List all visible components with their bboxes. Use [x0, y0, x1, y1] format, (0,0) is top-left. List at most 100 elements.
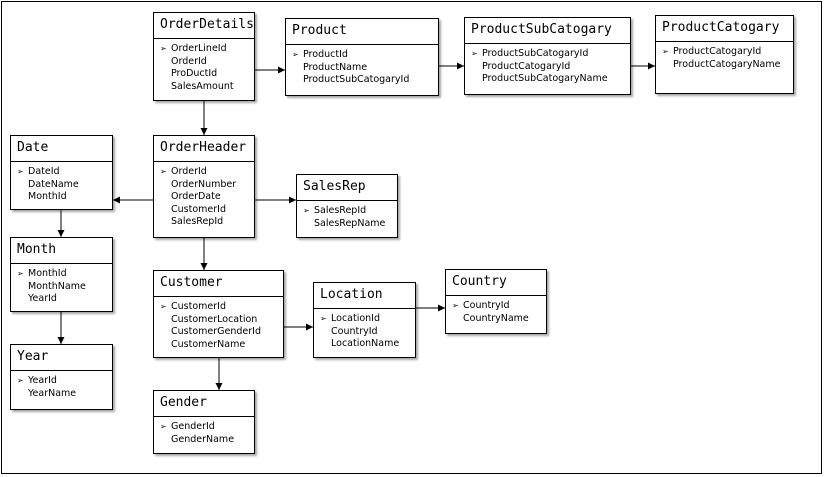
entity-title: ProductSubCatogary [465, 18, 630, 44]
key-attribute: ➢ DateId [17, 166, 106, 179]
key-attribute: ➢ProductSubCatogaryId [471, 48, 624, 61]
key-attribute: ➢ LocationId [320, 313, 409, 326]
attribute: LocationName [320, 338, 409, 351]
arrowhead-bullet-icon: ➢ [303, 206, 310, 215]
attribute: ProductCatogaryId [471, 61, 624, 74]
attribute: ProDuctId [160, 68, 248, 81]
attribute-label: ProductId [303, 49, 348, 60]
attribute: MonthId [17, 191, 106, 204]
attribute-label: SalesRepName [314, 217, 386, 229]
attribute-label: GenderName [171, 433, 235, 445]
attribute: CountryName [452, 313, 540, 326]
attribute-label: GenderId [171, 421, 215, 432]
attribute-label: ProductCatogaryName [673, 58, 781, 70]
attribute: ProductSubCatogaryName [471, 73, 624, 86]
attribute-label: CountryId [331, 325, 378, 337]
key-attribute: ➢ ProductCatogaryId [662, 46, 787, 59]
attribute: SalesRepId [160, 216, 248, 229]
attribute-label: OrderDate [171, 191, 221, 202]
attribute-label: YearId [28, 293, 57, 304]
attribute-label: SalesAmount [171, 80, 234, 92]
attribute: CustomerId [160, 204, 248, 217]
attribute-label: ProductCatogaryId [482, 60, 571, 72]
arrowhead-bullet-icon: ➢ [160, 167, 167, 176]
attribute-label: ProductCatogaryId [673, 46, 762, 57]
attribute-label: LocationName [331, 338, 400, 349]
entity-title: Product [286, 19, 438, 45]
attribute: CustomerLocation [160, 314, 277, 327]
arrowhead-bullet-icon: ➢ [160, 302, 167, 311]
key-attribute: ➢ CountryId [452, 300, 540, 313]
attribute: SalesAmount [160, 81, 248, 94]
entity-title: OrderHeader [154, 136, 254, 162]
attribute-label: MonthId [28, 268, 67, 279]
attribute-label: CustomerLocation [171, 313, 258, 325]
key-attribute: ➢YearId [17, 375, 106, 388]
attribute: CustomerName [160, 339, 277, 352]
attribute-label: OrderId [171, 166, 207, 177]
arrowhead-bullet-icon: ➢ [320, 314, 327, 323]
attribute: OrderId [160, 56, 248, 69]
entity-title: OrderDetails [154, 13, 254, 39]
attribute: GenderName [160, 434, 248, 447]
attribute-label: SalesRepId [314, 205, 367, 216]
attribute: ProductName [292, 62, 432, 75]
arrowhead-bullet-icon: ➢ [471, 49, 478, 58]
attribute: YearId [17, 293, 106, 306]
key-attribute: ➢CustomerId [160, 301, 277, 314]
attribute: SalesRepName [303, 218, 391, 231]
key-attribute: ➢ProductId [292, 49, 432, 62]
entity-title: Date [11, 136, 112, 162]
attribute-label: CountryId [463, 300, 510, 311]
arrowhead-bullet-icon: ➢ [17, 167, 24, 176]
entity-title: SalesRep [297, 175, 397, 201]
key-attribute: ➢ OrderId [160, 166, 248, 179]
arrowhead-bullet-icon: ➢ [17, 269, 24, 278]
attribute-label: YearId [28, 375, 57, 386]
entity-productsubcatogary: ProductSubCatogary ➢ProductSubCatogaryId… [464, 17, 631, 95]
entity-title: ProductCatogary [656, 16, 793, 42]
arrowhead-bullet-icon: ➢ [452, 301, 459, 310]
attribute-label: OrderNumber [171, 178, 237, 190]
attribute: OrderDate [160, 191, 248, 204]
attribute-label: ProductSubCatogaryName [482, 73, 608, 84]
attribute: DateName [17, 179, 106, 192]
attribute-label: DateId [28, 166, 60, 177]
attribute: YearName [17, 388, 106, 401]
attribute: ProductCatogaryName [662, 59, 787, 72]
attribute-label: ProductName [303, 61, 368, 73]
attribute: CountryId [320, 326, 409, 339]
attribute-label: LocationId [331, 313, 381, 324]
attribute-label: OrderId [171, 55, 207, 67]
attribute-label: CustomerGenderId [171, 326, 261, 337]
key-attribute: ➢ MonthId [17, 268, 106, 281]
attribute-label: CountryName [463, 312, 529, 324]
attribute-label: DateName [28, 178, 79, 190]
arrowhead-bullet-icon: ➢ [662, 47, 669, 56]
attribute-label: ProductSubCatogaryId [303, 74, 410, 85]
entity-title: Location [314, 283, 415, 309]
arrowhead-bullet-icon: ➢ [160, 44, 167, 53]
attribute-label: MonthId [28, 191, 67, 202]
